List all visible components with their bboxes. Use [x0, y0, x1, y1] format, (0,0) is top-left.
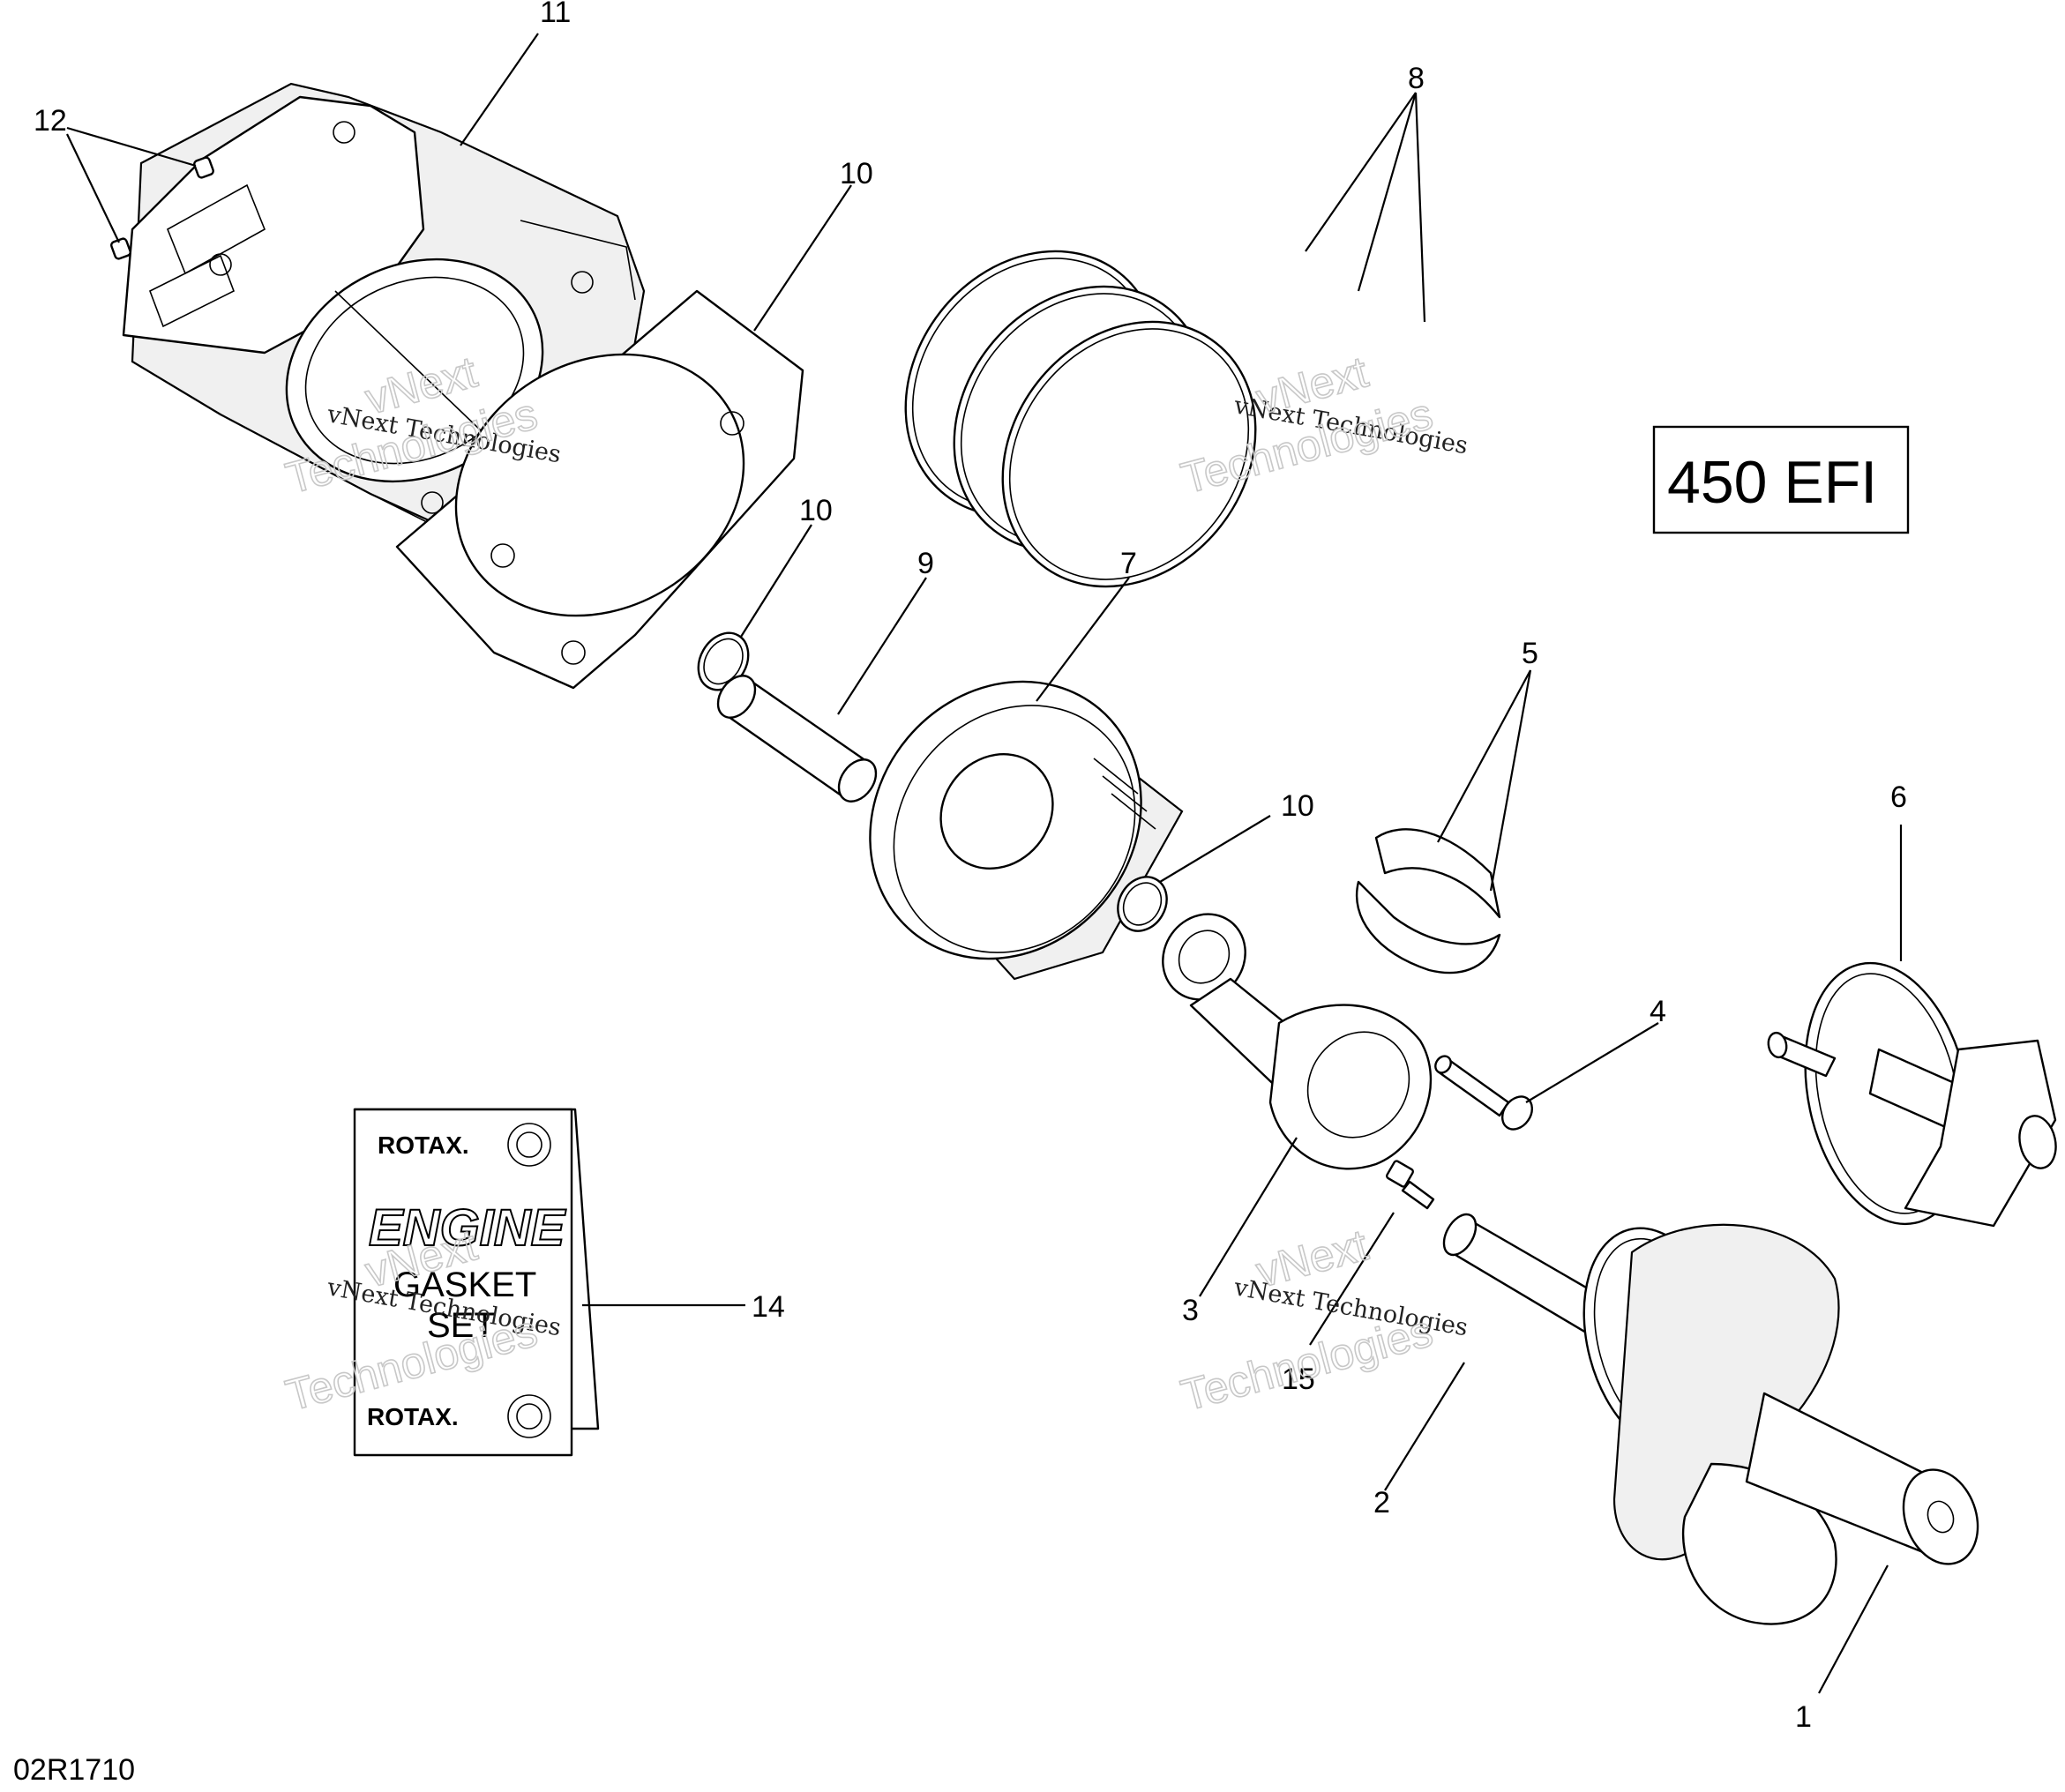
callout-labels: 11 12 10 8 10 9 7 10 5 6 4 3 15 2 1 14	[34, 0, 1907, 1734]
piston-pin-part	[716, 675, 878, 803]
connecting-rod-part	[1162, 913, 1433, 1170]
callout-5: 5	[1522, 637, 1538, 670]
callout-15: 15	[1282, 1363, 1315, 1396]
leader-lines	[66, 33, 1903, 1694]
gasket-set-part: ROTAX. ENGINE GASKET SET ROTAX.	[353, 1108, 600, 1457]
callout-9: 9	[917, 547, 934, 580]
callout-10-lower: 10	[1281, 789, 1314, 823]
callout-14: 14	[752, 1290, 785, 1324]
rod-bolt-part	[1434, 1055, 1534, 1131]
cylinder-base-gasket-part	[395, 289, 804, 690]
gasket-set-title: ENGINE	[369, 1199, 567, 1257]
gasket-set-subtitle-line1: GASKET	[393, 1266, 536, 1304]
callout-3: 3	[1182, 1294, 1199, 1327]
callout-1: 1	[1795, 1700, 1812, 1734]
callout-13: 12	[34, 104, 67, 138]
svg-text:Technologies: Technologies	[1176, 1306, 1437, 1421]
watermark-bottom-right: vNext Technologies vNext Technologies	[1176, 1220, 1470, 1422]
callout-11: 10	[840, 157, 873, 190]
model-label: 450 EFI	[1667, 449, 1877, 516]
model-label-box: 450 EFI	[1652, 425, 1910, 534]
callout-4: 4	[1650, 995, 1666, 1028]
balance-shaft-part	[1767, 961, 2057, 1228]
crank-bearing-shells-part	[1355, 828, 1501, 974]
callout-8: 8	[1408, 62, 1425, 95]
callout-12: 11	[540, 0, 571, 29]
circlip-lower-part	[1117, 876, 1168, 932]
small-bolt-part	[1386, 1160, 1435, 1210]
gasket-set-brand-top: ROTAX.	[378, 1131, 469, 1159]
callout-6: 6	[1890, 780, 1907, 814]
circlip-upper-part	[697, 631, 750, 691]
piston-rings-part	[904, 250, 1257, 588]
callout-7: 7	[1120, 547, 1137, 580]
diagram-reference-code: 02R1710	[13, 1753, 135, 1787]
crankshaft-part	[1442, 1213, 1979, 1625]
svg-text:vNext: vNext	[1251, 1220, 1373, 1296]
dowel-pin-parts	[110, 156, 214, 260]
gasket-set-subtitle-line2: SET	[427, 1306, 496, 1345]
piston-part	[869, 680, 1184, 981]
gasket-set-brand-bottom: ROTAX.	[367, 1403, 459, 1430]
callout-2: 2	[1373, 1486, 1390, 1519]
callout-10-upper: 10	[799, 494, 833, 527]
